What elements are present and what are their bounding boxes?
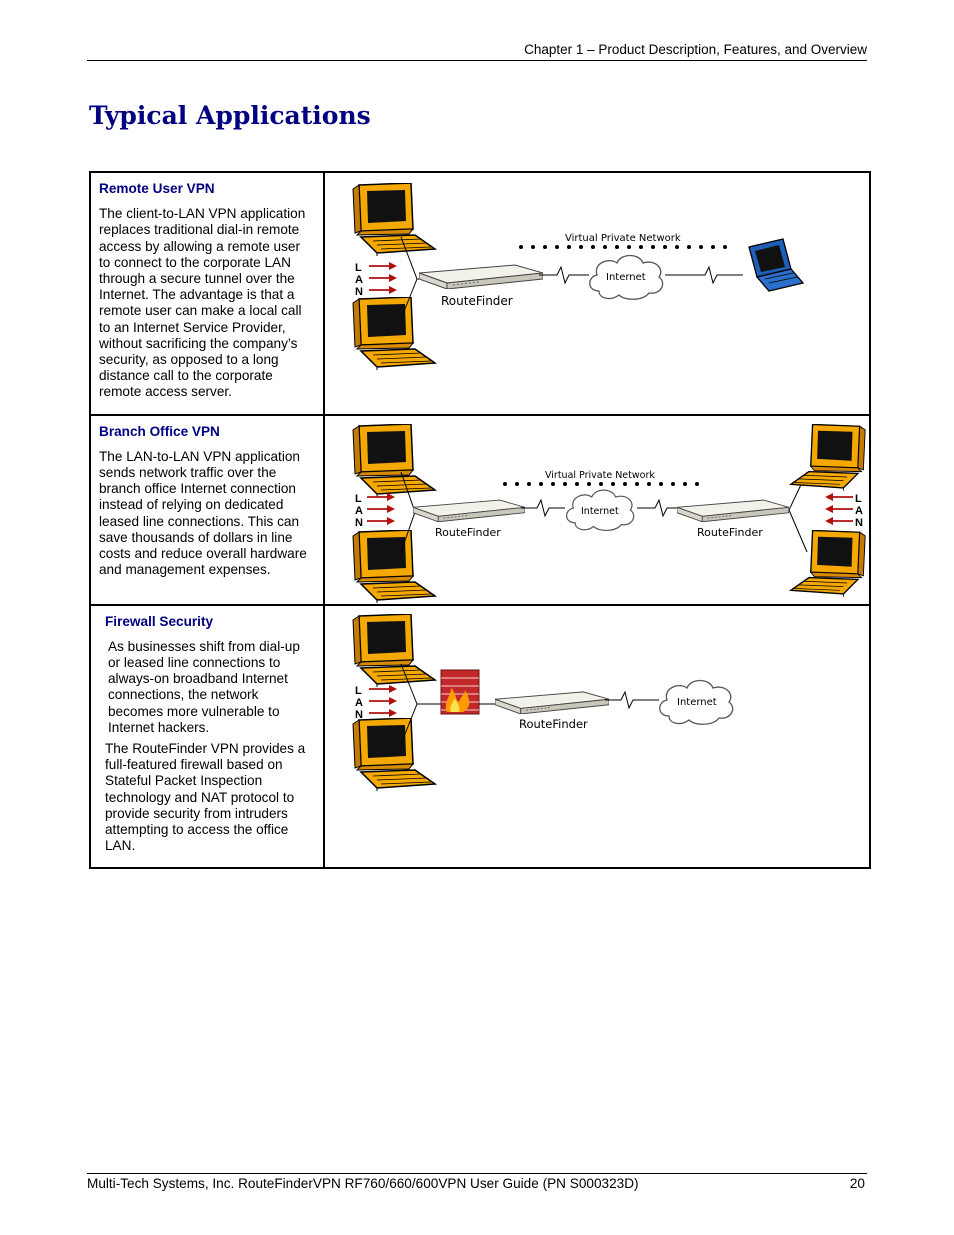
table-row: Branch Office VPN The LAN-to-LAN VPN app… [89,413,871,606]
paragraph: The RouteFinder VPN provides a full-feat… [105,741,306,854]
description-cell: Remote User VPN The client-to-LAN VPN ap… [89,171,325,416]
arrow-icon [825,516,853,525]
footer-text: Multi-Tech Systems, Inc. RouteFinderVPN … [87,1176,639,1191]
lan-letter: A [855,505,863,517]
description-cell: Firewall Security As businesses shift fr… [89,603,325,870]
lan-letter: N [355,286,363,298]
lan-letter: L [355,262,362,274]
applications-table: Remote User VPN The client-to-LAN VPN ap… [89,171,871,870]
paragraph: As businesses shift from dial-up or leas… [108,638,300,735]
arrow-icon [825,504,853,513]
figure-cell: L A N RouteFinder Internet RouteFinder V… [323,413,871,606]
page-number: 20 [849,1176,865,1191]
running-footer: Multi-Tech Systems, Inc. RouteFinderVPN … [87,1173,867,1191]
page-title: Typical Applications [89,101,371,130]
router-icon [413,499,525,522]
router-label: RouteFinder [441,294,513,308]
row-title: Remote User VPN [99,181,215,196]
arrow-icon [825,492,853,501]
table-row: Remote User VPN The client-to-LAN VPN ap… [89,171,871,416]
branch-office-vpn-diagram: L A N RouteFinder Internet RouteFinder V… [352,423,866,604]
firewall-security-diagram: L A N [352,613,734,792]
computer-icon [352,717,436,792]
arrow-icon [369,684,397,693]
lan-letter: A [355,505,363,517]
lan-letter: L [355,493,362,505]
vpn-dotted-line [519,245,727,249]
vpn-label: Virtual Private Network [565,233,681,244]
paragraph: The LAN-to-LAN VPN application sends net… [99,448,307,578]
lan-letter: A [355,697,363,709]
lan-letter: L [355,685,362,697]
arrow-icon [367,504,395,513]
arrow-icon [369,274,397,282]
lan-letter: A [355,274,363,286]
lan-letter: N [355,517,363,529]
computer-icon [352,423,436,498]
router-label: RouteFinder [519,717,588,731]
lan-letter: N [355,709,363,721]
arrow-group [825,492,853,525]
router-label: RouteFinder [697,526,763,539]
computer-icon [352,613,436,688]
running-header: Chapter 1 – Product Description, Feature… [87,42,867,61]
computer-icon [352,297,436,371]
internet-label: Internet [581,506,619,517]
computer-icon [352,183,436,257]
row-title: Firewall Security [105,613,214,629]
arrow-icon [369,708,397,717]
lan-letter: N [855,517,863,529]
remote-user-vpn-diagram: L A N RouteFinder Internet Virtual Priva… [352,183,805,371]
description-cell: Branch Office VPN The LAN-to-LAN VPN app… [89,413,325,606]
router-label: RouteFinder [435,526,501,539]
laptop-icon [748,238,805,292]
router-icon [677,499,789,522]
arrow-icon [369,696,397,705]
router-icon [495,691,609,714]
router-icon [419,264,543,289]
arrow-icon [367,516,395,525]
figure-cell: L A N RouteFinder Internet Virtual Priva… [323,171,871,416]
lan-letter: L [855,493,862,505]
figure-cell: L A N [323,603,871,870]
arrow-icon [369,286,397,294]
vpn-dotted-line [503,481,699,486]
row-title: Branch Office VPN [99,423,220,439]
computer-icon [790,423,866,491]
vpn-label: Virtual Private Network [545,470,655,481]
computer-icon [352,529,436,604]
table-row: Firewall Security As businesses shift fr… [89,603,871,870]
paragraph: The client-to-LAN VPN application replac… [99,206,306,400]
internet-label: Internet [606,272,646,283]
chapter-title: Chapter 1 – Product Description, Feature… [524,42,867,57]
firewall-icon [440,669,480,715]
arrow-icon [369,262,397,270]
internet-label: Internet [677,697,717,708]
